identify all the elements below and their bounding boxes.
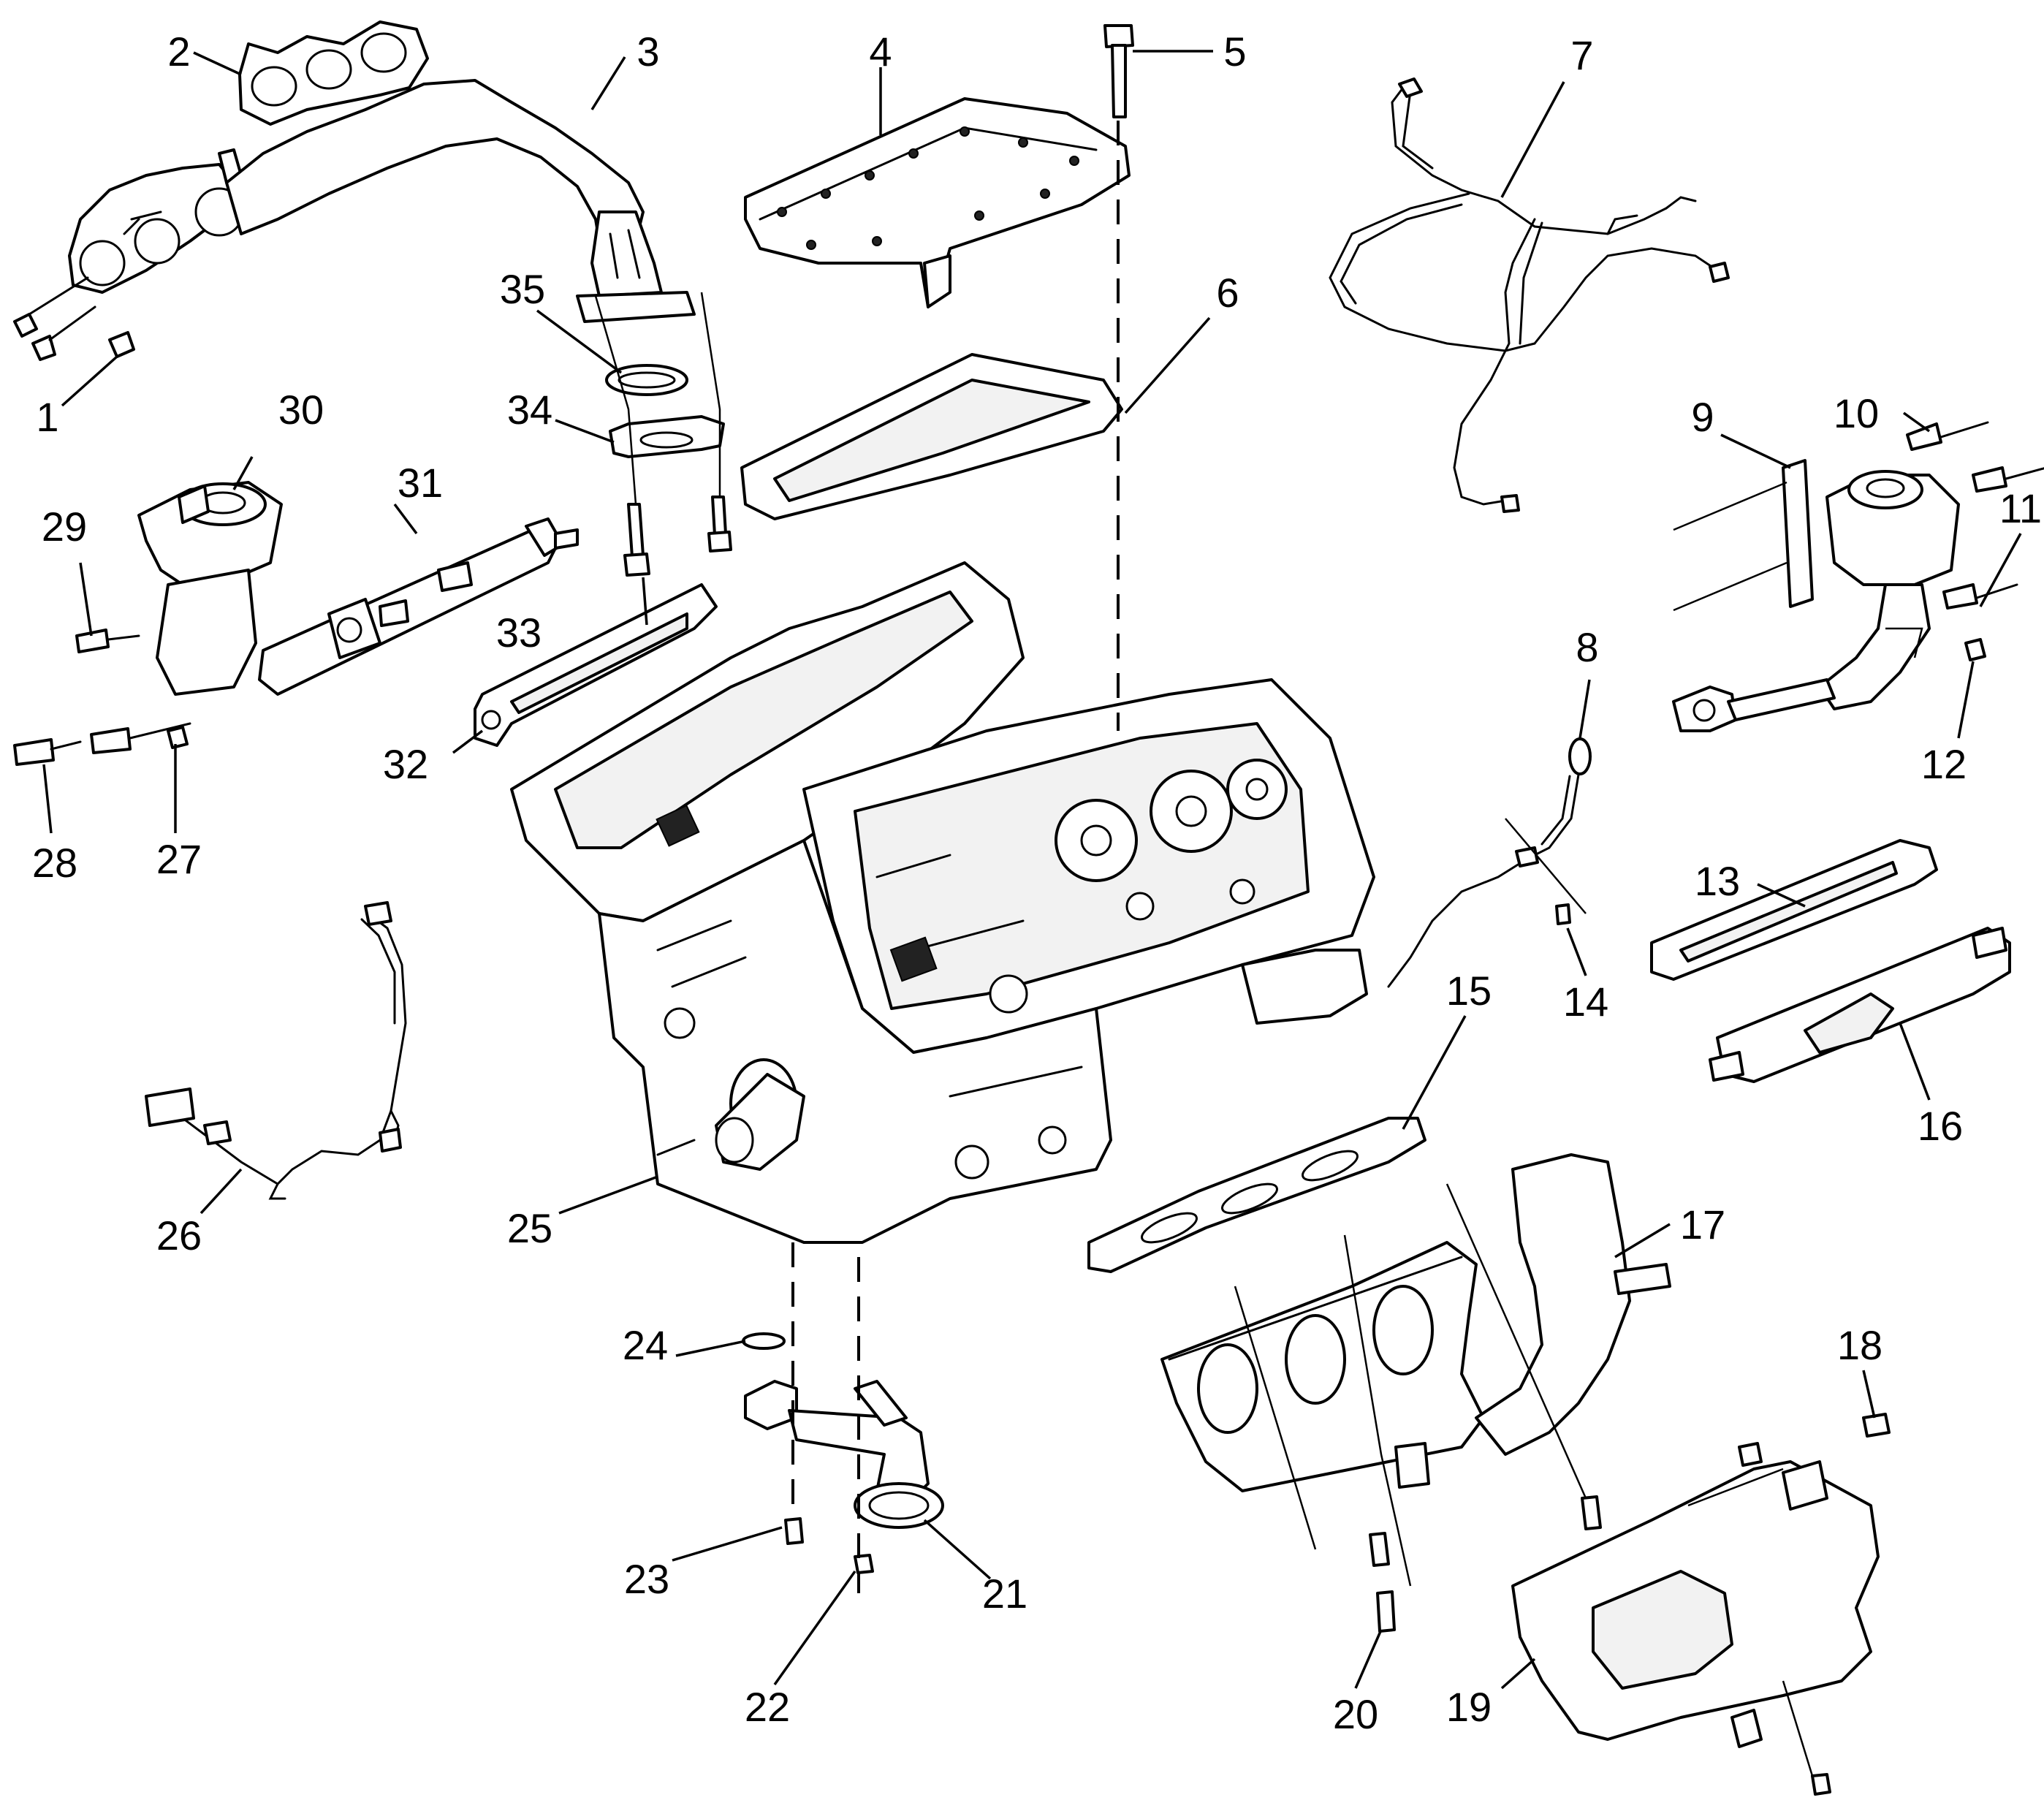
callout-31: 31 xyxy=(398,460,443,506)
callout-labels: 1 2 3 4 5 6 7 8 9 10 11 12 13 14 15 16 1… xyxy=(32,29,2042,1737)
callout-24: 24 xyxy=(623,1322,668,1368)
part-manifold-studs xyxy=(1369,1495,1602,1633)
part-exhaust-gasket-lower xyxy=(1087,1117,1426,1273)
callout-30: 30 xyxy=(278,387,324,433)
callout-17: 17 xyxy=(1680,1201,1725,1248)
callout-7: 7 xyxy=(1570,32,1593,78)
part-exhaust-crossover-pipe xyxy=(225,79,696,323)
part-oil-dipstick xyxy=(1387,737,1592,988)
part-flange-plate xyxy=(609,415,725,458)
callout-18: 18 xyxy=(1837,1322,1882,1368)
part-fuel-line xyxy=(1329,77,1730,513)
part-oil-pickup xyxy=(742,1332,944,1574)
callout-5: 5 xyxy=(1223,29,1246,75)
callout-10: 10 xyxy=(1834,390,1879,436)
callout-1: 1 xyxy=(36,394,58,440)
part-upper-cover xyxy=(744,97,1131,308)
part-exhaust-manifold-left xyxy=(13,148,244,361)
part-flange-bolts xyxy=(623,496,732,577)
part-exhaust-gasket-upper xyxy=(238,20,429,126)
part-egr-pipe xyxy=(258,517,579,696)
callout-3: 3 xyxy=(637,29,659,75)
callout-22: 22 xyxy=(745,1684,790,1730)
callout-11: 11 xyxy=(1999,485,2042,531)
callout-34: 34 xyxy=(507,387,552,433)
callout-28: 28 xyxy=(32,840,77,886)
callout-21: 21 xyxy=(982,1571,1027,1617)
part-intake-manifold-right xyxy=(1709,927,2011,1083)
callout-19: 19 xyxy=(1446,1684,1492,1730)
part-intake-gasket-left xyxy=(474,583,718,747)
callout-6: 6 xyxy=(1216,270,1239,316)
callout-2: 2 xyxy=(167,29,190,75)
part-flange-gasket xyxy=(605,364,688,396)
callout-20: 20 xyxy=(1333,1691,1378,1737)
callout-12: 12 xyxy=(1921,741,1967,787)
part-wiring-harness xyxy=(145,901,407,1200)
part-heat-shield xyxy=(1511,1413,1891,1796)
callout-23: 23 xyxy=(624,1556,669,1602)
part-egr-bolts xyxy=(13,629,191,766)
callout-32: 32 xyxy=(383,741,428,787)
callout-9: 9 xyxy=(1691,394,1714,440)
callout-13: 13 xyxy=(1695,858,1740,904)
part-egr-valve-right xyxy=(1672,421,2044,732)
callout-33: 33 xyxy=(496,610,542,656)
leader-lines xyxy=(42,50,2022,1690)
callout-35: 35 xyxy=(500,266,545,312)
callout-14: 14 xyxy=(1563,979,1608,1025)
part-bolt-5 xyxy=(1103,24,1134,118)
part-engine-block xyxy=(510,561,1375,1244)
callout-29: 29 xyxy=(42,504,87,550)
callout-25: 25 xyxy=(507,1205,552,1251)
part-cover-gasket xyxy=(740,353,1123,520)
callout-26: 26 xyxy=(156,1212,202,1258)
part-egr-valve xyxy=(137,481,283,696)
callout-16: 16 xyxy=(1918,1103,1963,1149)
callout-4: 4 xyxy=(869,29,892,75)
part-exhaust-manifold-right xyxy=(1160,1153,1671,1492)
callout-8: 8 xyxy=(1576,624,1598,670)
part-intake-gasket-right xyxy=(1650,839,1938,981)
callout-27: 27 xyxy=(156,836,202,882)
callout-15: 15 xyxy=(1446,968,1492,1014)
alignment-lines xyxy=(594,121,1923,1777)
